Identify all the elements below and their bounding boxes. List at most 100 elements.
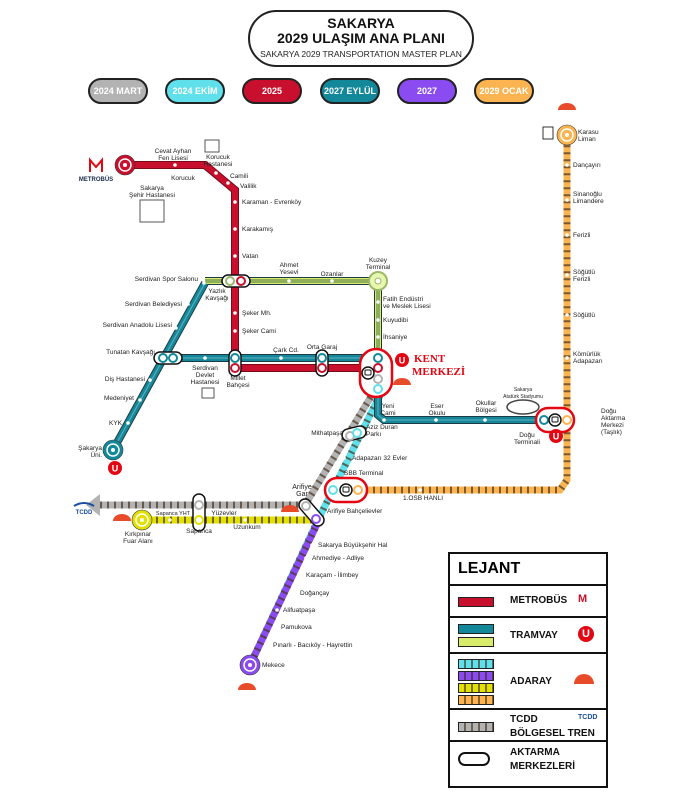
metrobus-swatch bbox=[458, 597, 494, 607]
label-line: Ferizli bbox=[573, 276, 590, 283]
station-label: Camili bbox=[230, 173, 248, 180]
station-dot bbox=[275, 608, 279, 612]
metrobus-logo: METROBÜS bbox=[79, 176, 113, 183]
interchange-ring bbox=[301, 501, 311, 511]
label-line: Terminal bbox=[366, 264, 391, 271]
station-dot bbox=[168, 518, 172, 522]
tram-blue-swatch bbox=[458, 624, 494, 634]
station-label: Uzunkum bbox=[233, 524, 260, 531]
station-dot bbox=[292, 591, 296, 595]
port-icon bbox=[542, 126, 554, 140]
station-label: Doğançay bbox=[300, 590, 330, 597]
label-line: Fuar Alanı bbox=[123, 538, 153, 545]
station-label: Orta Garaj bbox=[307, 344, 337, 351]
label-line: Kömürlük bbox=[573, 351, 601, 358]
label-line: Pınarlı - Bacıköy - Hayrettin bbox=[273, 642, 353, 649]
terminus-ring bbox=[118, 158, 132, 172]
bus-icon bbox=[361, 366, 375, 380]
interchange-ring bbox=[328, 485, 338, 495]
terminus-ring bbox=[106, 443, 120, 457]
station-dot bbox=[376, 318, 380, 322]
label-line: Aziz Duran bbox=[366, 424, 398, 431]
adaray-cyan-swatch bbox=[458, 659, 494, 669]
station-label: Pamukova bbox=[281, 624, 312, 631]
station-label: İhsaniye bbox=[383, 332, 408, 341]
interchange-ring bbox=[194, 515, 204, 525]
hospital-icon bbox=[201, 387, 215, 399]
station-label: Karaman - Evrenköy bbox=[242, 199, 302, 206]
interchange-icon bbox=[192, 493, 206, 532]
label-line: Kavşağı bbox=[205, 295, 229, 302]
label-line: Ahmediye - Adliye bbox=[312, 555, 364, 562]
label-line: SBB Terminal bbox=[344, 470, 384, 477]
metrobus-logo-icon bbox=[89, 157, 103, 172]
station-dot bbox=[233, 311, 237, 315]
station-label: KYK bbox=[109, 420, 123, 427]
interchange-ring bbox=[317, 353, 327, 363]
label-line: Karasu bbox=[578, 129, 599, 136]
station-label: Kuyudibi bbox=[383, 317, 408, 324]
label-line: Terminali bbox=[514, 439, 540, 446]
tram-green-line bbox=[205, 278, 381, 350]
metrobus-line bbox=[125, 162, 370, 371]
station-dot bbox=[233, 254, 237, 258]
interchange-ring bbox=[353, 485, 363, 495]
label-line: Medeniyet bbox=[104, 395, 134, 402]
legend-title: LEJANT bbox=[450, 554, 606, 586]
tramvay-logo-icon bbox=[108, 461, 122, 475]
legend-label: ADARAY bbox=[510, 676, 552, 687]
label-line: Limandere bbox=[573, 198, 604, 205]
label-line: Cami bbox=[380, 410, 395, 417]
label-line: Sapanca bbox=[186, 528, 212, 535]
tramvay-logo-letter: U bbox=[399, 356, 406, 366]
label-line: (Taşlık) bbox=[601, 429, 622, 436]
label-line: Devlet bbox=[196, 372, 215, 379]
terminus-dot bbox=[248, 663, 252, 667]
station-dot bbox=[233, 227, 237, 231]
legend-adaray: ADARAY bbox=[450, 654, 606, 710]
legend-tcdd: TCDD BÖLGESEL TREN TCDD bbox=[450, 710, 606, 742]
label-line: Doğu bbox=[519, 432, 535, 439]
station-label: 1.OSB HANLI bbox=[403, 495, 443, 502]
station-dot bbox=[418, 488, 422, 492]
tram-blue-line-south bbox=[375, 390, 548, 423]
adaray-orange-swatch bbox=[458, 695, 494, 705]
label-line: Bahçesi bbox=[226, 382, 249, 389]
legend-label: TRAMVAY bbox=[510, 630, 558, 641]
label-line: Söğütlü bbox=[573, 269, 595, 276]
tram-green-swatch bbox=[458, 637, 494, 647]
label-line: Hastanesi bbox=[204, 161, 233, 168]
station-dot bbox=[243, 518, 247, 522]
station-dot bbox=[233, 200, 237, 204]
legend-label: AKTARMA MERKEZLERİ bbox=[510, 747, 575, 772]
label-line: Fatih Endüstri bbox=[383, 296, 423, 303]
interchange-ring bbox=[373, 374, 383, 384]
bus-icon bbox=[548, 413, 562, 427]
adaray-yellow-swatch bbox=[458, 683, 494, 693]
terminus-ring bbox=[243, 658, 257, 672]
label-line: Eser bbox=[430, 403, 444, 410]
station-label: Mithatpaşa bbox=[311, 430, 343, 437]
station-dot bbox=[287, 279, 291, 283]
station-label: Şeker Cami bbox=[242, 328, 276, 335]
station-dot bbox=[342, 456, 346, 460]
label-line: KYK bbox=[109, 420, 123, 427]
interchange-ring bbox=[373, 384, 383, 394]
label-line: Sinanoğlu bbox=[573, 191, 602, 198]
label-line: Okullar bbox=[476, 400, 497, 407]
label-line: Şakarya bbox=[78, 445, 102, 452]
label-line: Serdivan bbox=[192, 365, 218, 372]
station-label: SBB Terminal bbox=[344, 470, 384, 477]
station-dot bbox=[565, 163, 569, 167]
